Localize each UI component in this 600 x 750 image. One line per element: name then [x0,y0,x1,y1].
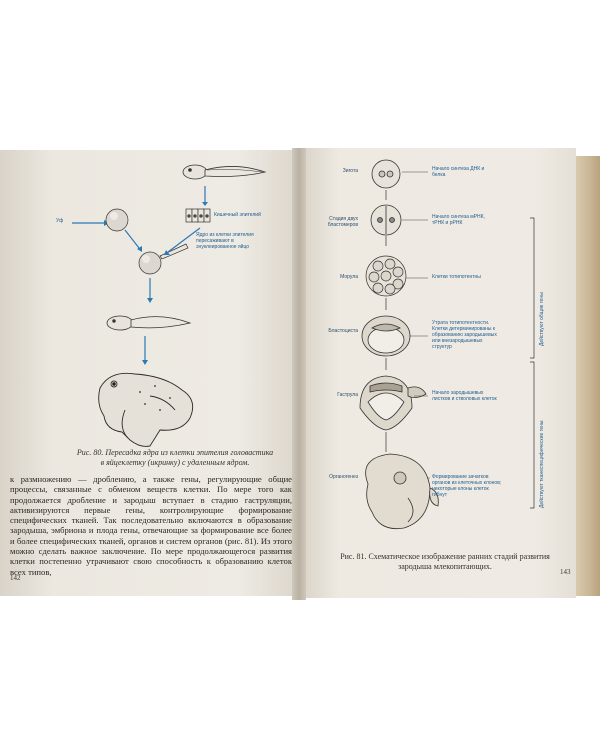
figure-81-development-stages [359,159,535,530]
open-book: Уф Кишечный эпителий Ядро из клетки эпит… [0,148,600,600]
bracket-label-general-genes: Действуют общие гены [539,292,545,346]
stage-name-zygote: Зигота [342,168,358,174]
epithelium-cells [185,208,211,223]
gastrula-illustration [359,375,427,431]
page-stack-edge [576,156,600,596]
left-page-number: 142 [10,574,21,582]
morula-illustration [365,255,407,297]
figure-80-caption-line2: в яйцеклетку (икринку) с удаленным ядром… [100,458,250,467]
left-page [0,150,298,596]
stage-desc-gastrula: Начало зародышевых листков и стволовых к… [432,390,497,402]
stage-name-morula: Морула [340,274,358,280]
uv-label: Уф [56,218,64,224]
gene-brackets [530,217,535,509]
egg-illustration [105,208,129,232]
stage-desc-morula: Клетки тотипотентны [432,274,481,280]
figure-80-caption-line1: Рис. 80. Пересадка ядра из клетки эпител… [76,448,274,457]
right-page [298,148,576,598]
tadpole-illustration [182,164,267,180]
right-page-number: 143 [560,568,571,576]
figure-80-nuclear-transfer [72,164,267,447]
nucleus-transfer-label: Ядро из клетки эпителия пересаживают в э… [196,232,254,250]
figure-81-caption: Рис. 81. Схематическое изображение ранни… [330,552,560,572]
embryo-illustration [365,453,439,530]
tadpole-illustration-2 [106,315,192,331]
bracket-label-tissue-specific-genes: Действуют тканеспецифические гены [539,420,545,508]
stage-name-gastrula: Гаструла [337,392,358,398]
figure-81-caption-line2: зародыша млекопитающих. [398,562,492,571]
stage-desc-organogenesis: Формирование зачатков органов из клеточн… [432,474,502,498]
epithelium-label: Кишечный эпителий [214,212,261,218]
frog-illustration [98,372,194,447]
book-gutter [292,148,306,600]
enucleated-egg-illustration [138,243,189,275]
two-blastomere-illustration [370,204,402,236]
figure-80-caption: Рис. 80. Пересадка ядра из клетки эпител… [60,448,290,468]
body-paragraph: к размножению — дроблению, а также гены,… [10,474,292,577]
stage-name-two-blastomeres: Стадия двух бластомеров [327,216,358,228]
stage-desc-two-blastomeres: Начало синтеза мРНК, тРНК и рРНК [432,214,485,226]
zygote-illustration [371,159,401,189]
stage-desc-zygote: Начало синтеза ДНК и белка [432,166,485,178]
figure-81-caption-line1: Рис. 81. Схематическое изображение ранни… [340,552,550,561]
blastocyst-illustration [361,315,411,357]
left-page-body-text: к размножению — дроблению, а также гены,… [10,474,292,577]
stage-name-organogenesis: Органогенез [329,474,358,480]
stage-desc-blastocyst: Утрата тотипотентности. Клетки детермини… [432,320,497,350]
stage-name-blastocyst: Бластоциста [328,328,358,334]
